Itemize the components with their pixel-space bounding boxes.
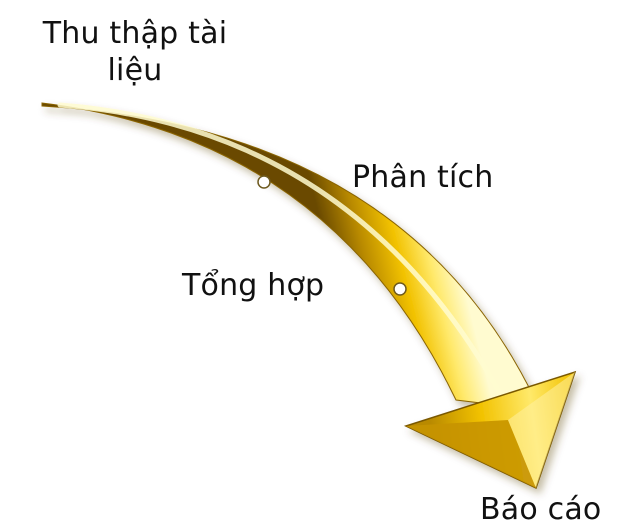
step-label-analysis: Phân tích [352,160,494,195]
step-label-report: Báo cáo [480,492,602,527]
arrow-head-facet-dark [406,420,536,488]
milestone-marker-1 [257,175,271,189]
arrow-ridge [57,102,511,411]
arrow-body [41,102,541,411]
step-label-collect-documents: Thu thập tài liệu [42,16,228,88]
milestone-marker-2 [393,282,407,296]
arrow-head-facet-light [508,372,575,488]
step-label-synthesis: Tổng hợp [182,268,325,303]
